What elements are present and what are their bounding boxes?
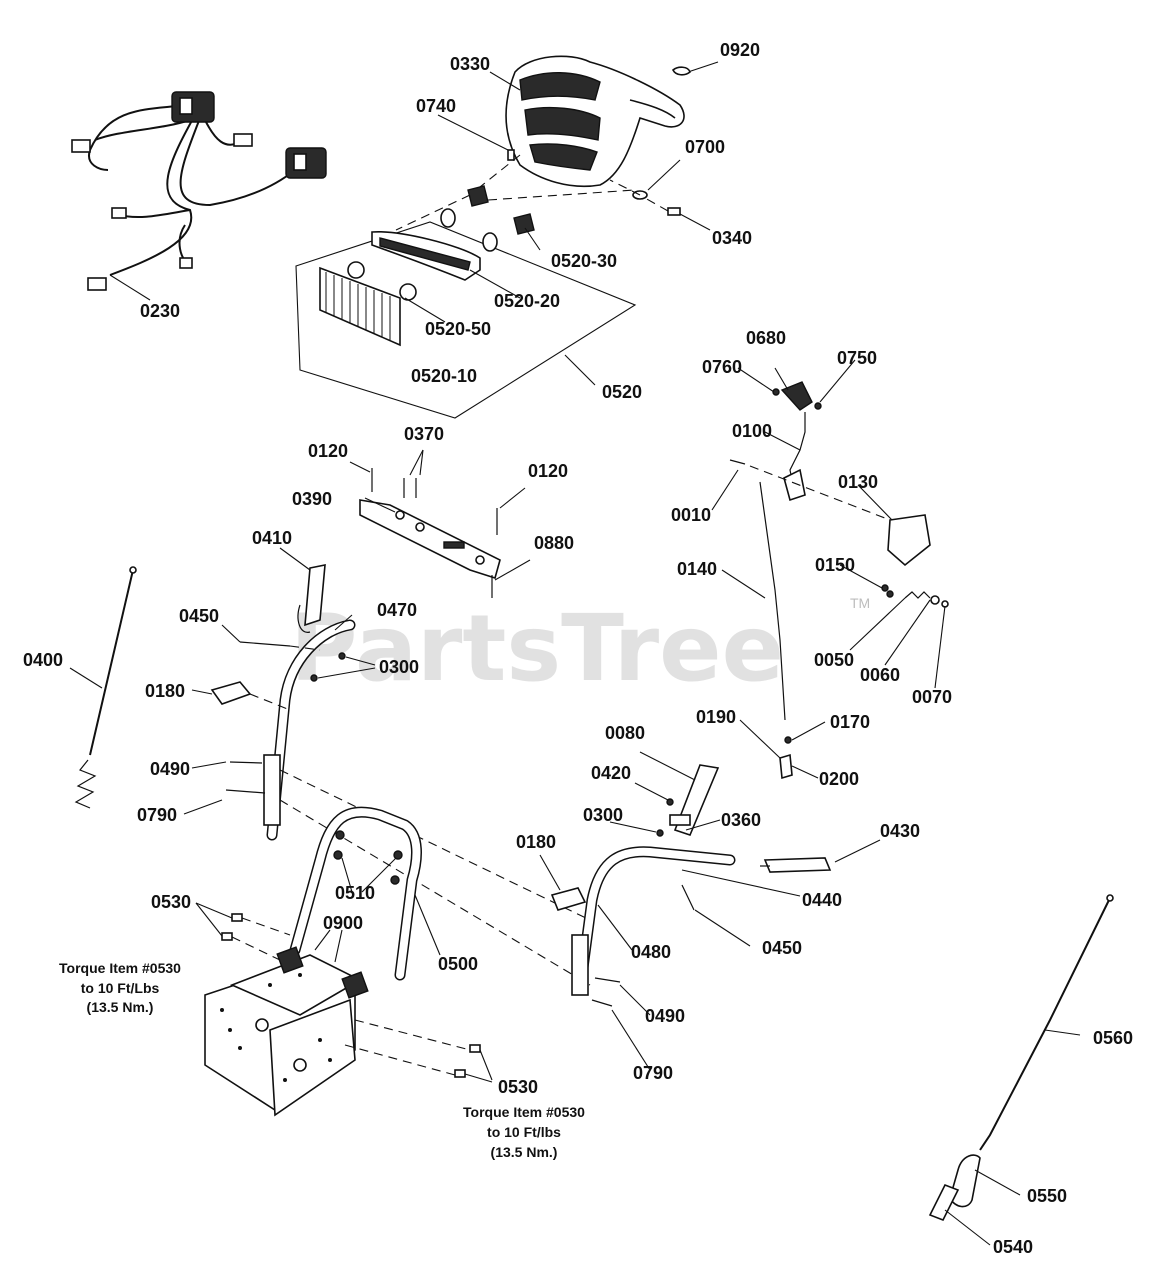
torque-note-bottom: Torque Item #0530 to 10 Ft/lbs (13.5 Nm.… (463, 1104, 585, 1160)
label-0150: 0150 (815, 555, 855, 575)
label-0300-left: 0300 (379, 657, 419, 677)
label-0490-left: 0490 (150, 759, 190, 779)
label-0050: 0050 (814, 650, 854, 670)
label-0370: 0370 (404, 424, 444, 444)
handle-frame (289, 806, 422, 981)
label-0510: 0510 (335, 883, 375, 903)
side-plates (204, 946, 369, 1117)
label-0060: 0060 (860, 665, 900, 685)
label-0100: 0100 (732, 421, 772, 441)
label-0330: 0330 (450, 54, 490, 74)
label-0360: 0360 (721, 810, 761, 830)
label-0390: 0390 (292, 489, 332, 509)
label-0230: 0230 (140, 301, 180, 321)
label-0900: 0900 (323, 913, 363, 933)
wiring-harness (71, 91, 327, 301)
label-0520-20: 0520-20 (494, 291, 560, 311)
label-0120-left: 0120 (308, 441, 348, 461)
label-0520-50: 0520-50 (425, 319, 491, 339)
torque-note-bottom-line2: to 10 Ft/lbs (487, 1124, 561, 1140)
label-0340: 0340 (712, 228, 752, 248)
label-0180-left: 0180 (145, 681, 185, 701)
label-0550: 0550 (1027, 1186, 1067, 1206)
label-0560: 0560 (1093, 1028, 1133, 1048)
label-0450-right: 0450 (762, 938, 802, 958)
label-0700: 0700 (685, 137, 725, 157)
label-0010: 0010 (671, 505, 711, 525)
cable-0400 (74, 566, 137, 809)
label-0070: 0070 (912, 687, 952, 707)
label-0540: 0540 (993, 1237, 1033, 1257)
label-0760: 0760 (702, 357, 742, 377)
label-0520-30: 0520-30 (551, 251, 617, 271)
label-0400: 0400 (23, 650, 63, 670)
torque-note-left-line1: Torque Item #0530 (59, 960, 181, 976)
left-handle (263, 564, 356, 841)
label-0920: 0920 (720, 40, 760, 60)
torque-note-bottom-line1: Torque Item #0530 (463, 1104, 585, 1120)
label-0300-right: 0300 (583, 805, 623, 825)
label-0480: 0480 (631, 942, 671, 962)
label-0470: 0470 (377, 600, 417, 620)
label-0440: 0440 (802, 890, 842, 910)
label-0120-right: 0120 (528, 461, 568, 481)
label-0130: 0130 (838, 472, 878, 492)
label-0410: 0410 (252, 528, 292, 548)
label-0880: 0880 (534, 533, 574, 553)
label-0530-bottom: 0530 (498, 1077, 538, 1097)
torque-note-left-line3: (13.5 Nm.) (87, 999, 154, 1015)
label-0170: 0170 (830, 712, 870, 732)
label-0200: 0200 (819, 769, 859, 789)
label-0740: 0740 (416, 96, 456, 116)
torque-note-bottom-line3: (13.5 Nm.) (491, 1144, 558, 1160)
shift-linkage (759, 381, 949, 780)
part-labels: 0920 0330 0740 0700 0340 0230 0520-30 05… (23, 40, 1133, 1257)
label-0790-right: 0790 (633, 1063, 673, 1083)
label-0520-10: 0520-10 (411, 366, 477, 386)
label-0790-left: 0790 (137, 805, 177, 825)
right-handle (571, 764, 832, 996)
torque-note-left-line2: to 10 Ft/Lbs (81, 980, 160, 996)
label-0680: 0680 (746, 328, 786, 348)
label-0530-left: 0530 (151, 892, 191, 912)
label-0450-left: 0450 (179, 606, 219, 626)
label-0520: 0520 (602, 382, 642, 402)
cable-0560 (928, 894, 1114, 1222)
headlight-housing (505, 55, 685, 188)
label-0080: 0080 (605, 723, 645, 743)
label-0490-right: 0490 (645, 1006, 685, 1026)
torque-note-left: Torque Item #0530 to 10 Ft/Lbs (13.5 Nm.… (59, 960, 181, 1015)
label-0190: 0190 (696, 707, 736, 727)
label-0430: 0430 (880, 821, 920, 841)
headlight-assembly (295, 185, 637, 419)
label-0750: 0750 (837, 348, 877, 368)
label-0420: 0420 (591, 763, 631, 783)
watermark-tm: TM (850, 595, 870, 611)
label-0140: 0140 (677, 559, 717, 579)
watermark: PartsTree (290, 595, 784, 702)
mount-bracket (359, 499, 501, 580)
label-0180-right: 0180 (516, 832, 556, 852)
label-0500: 0500 (438, 954, 478, 974)
